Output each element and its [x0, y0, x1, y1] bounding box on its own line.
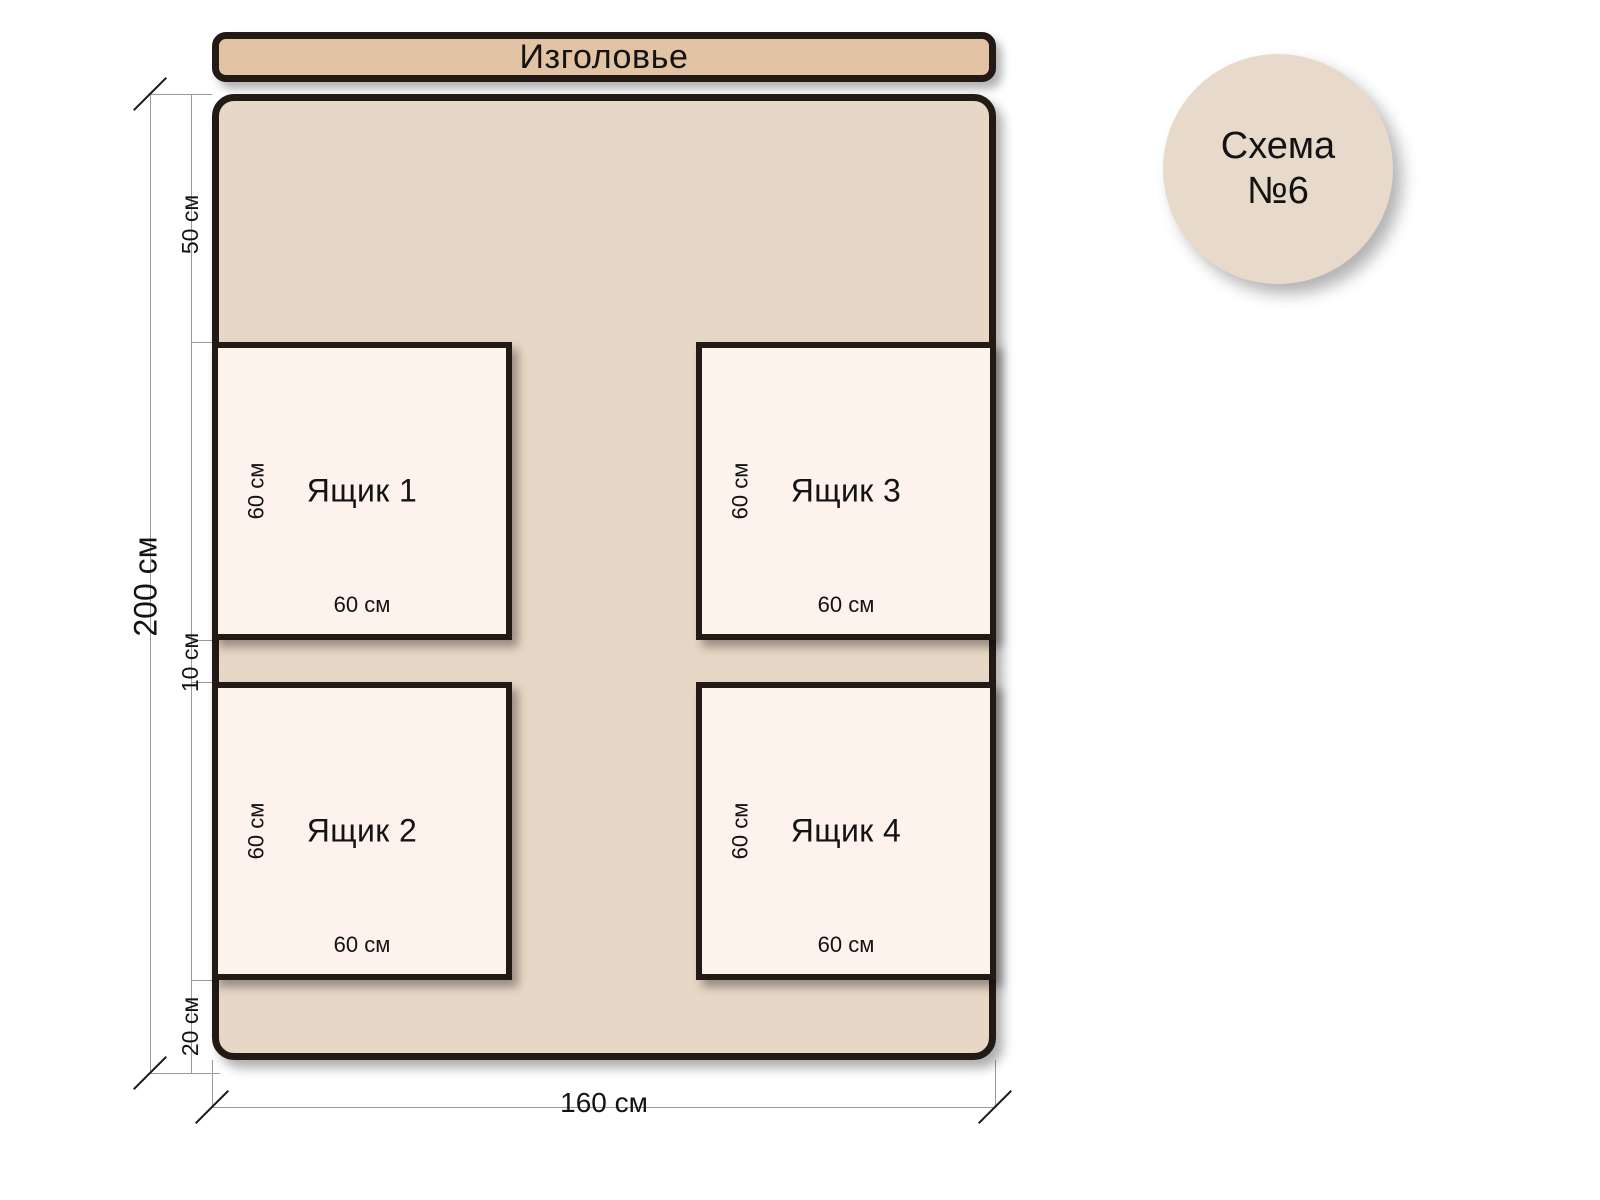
dimension-leader-60-bottom — [191, 980, 215, 981]
dimension-leader-top — [150, 94, 212, 95]
dimension-line-total-width — [212, 1107, 996, 1108]
drawer-4-width-label: 60 см — [817, 932, 875, 957]
dimension-label-top-offset: 50 см — [177, 194, 203, 255]
dimension-extension-right — [995, 1060, 996, 1108]
dimension-label-bottom-offset: 20 см — [177, 996, 203, 1057]
scheme-badge-line-2: №6 — [1247, 170, 1309, 212]
dimension-label-middle-gap: 10 см — [177, 632, 203, 693]
drawer-3-width-label: 60 см — [817, 592, 875, 617]
dimension-leader-10 — [191, 682, 215, 683]
drawer-1-width-label: 60 см — [333, 592, 391, 617]
dimension-line-segments — [191, 94, 192, 1073]
drawer-3[interactable]: 60 см Ящик 3 60 см — [696, 342, 996, 640]
dimension-line-total-height — [150, 94, 151, 1073]
headboard-label: Изголовье — [519, 37, 689, 76]
drawer-2[interactable]: 60 см Ящик 2 60 см — [212, 682, 512, 980]
scheme-badge[interactable]: Схема №6 — [1163, 54, 1393, 284]
drawer-1[interactable]: 60 см Ящик 1 60 см — [212, 342, 512, 640]
drawer-2-title: Ящик 2 — [306, 812, 418, 849]
dimension-leader-50 — [191, 342, 215, 343]
scheme-badge-line-1: Схема — [1220, 125, 1336, 168]
dimension-extension-left — [212, 1060, 213, 1108]
dimension-label-total-width: 160 см — [560, 1087, 648, 1118]
drawer-2-width-label: 60 см — [333, 932, 391, 957]
drawer-4[interactable]: 60 см Ящик 4 60 см — [696, 682, 996, 980]
dimension-label-total-height: 200 см — [127, 536, 164, 637]
drawer-3-title: Ящик 3 — [790, 472, 902, 509]
dimension-leader-bottom — [150, 1073, 220, 1074]
dimension-leader-60-top — [191, 640, 215, 641]
drawer-1-title: Ящик 1 — [306, 472, 418, 509]
drawer-4-title: Ящик 4 — [790, 812, 902, 849]
headboard[interactable]: Изголовье — [212, 32, 996, 82]
